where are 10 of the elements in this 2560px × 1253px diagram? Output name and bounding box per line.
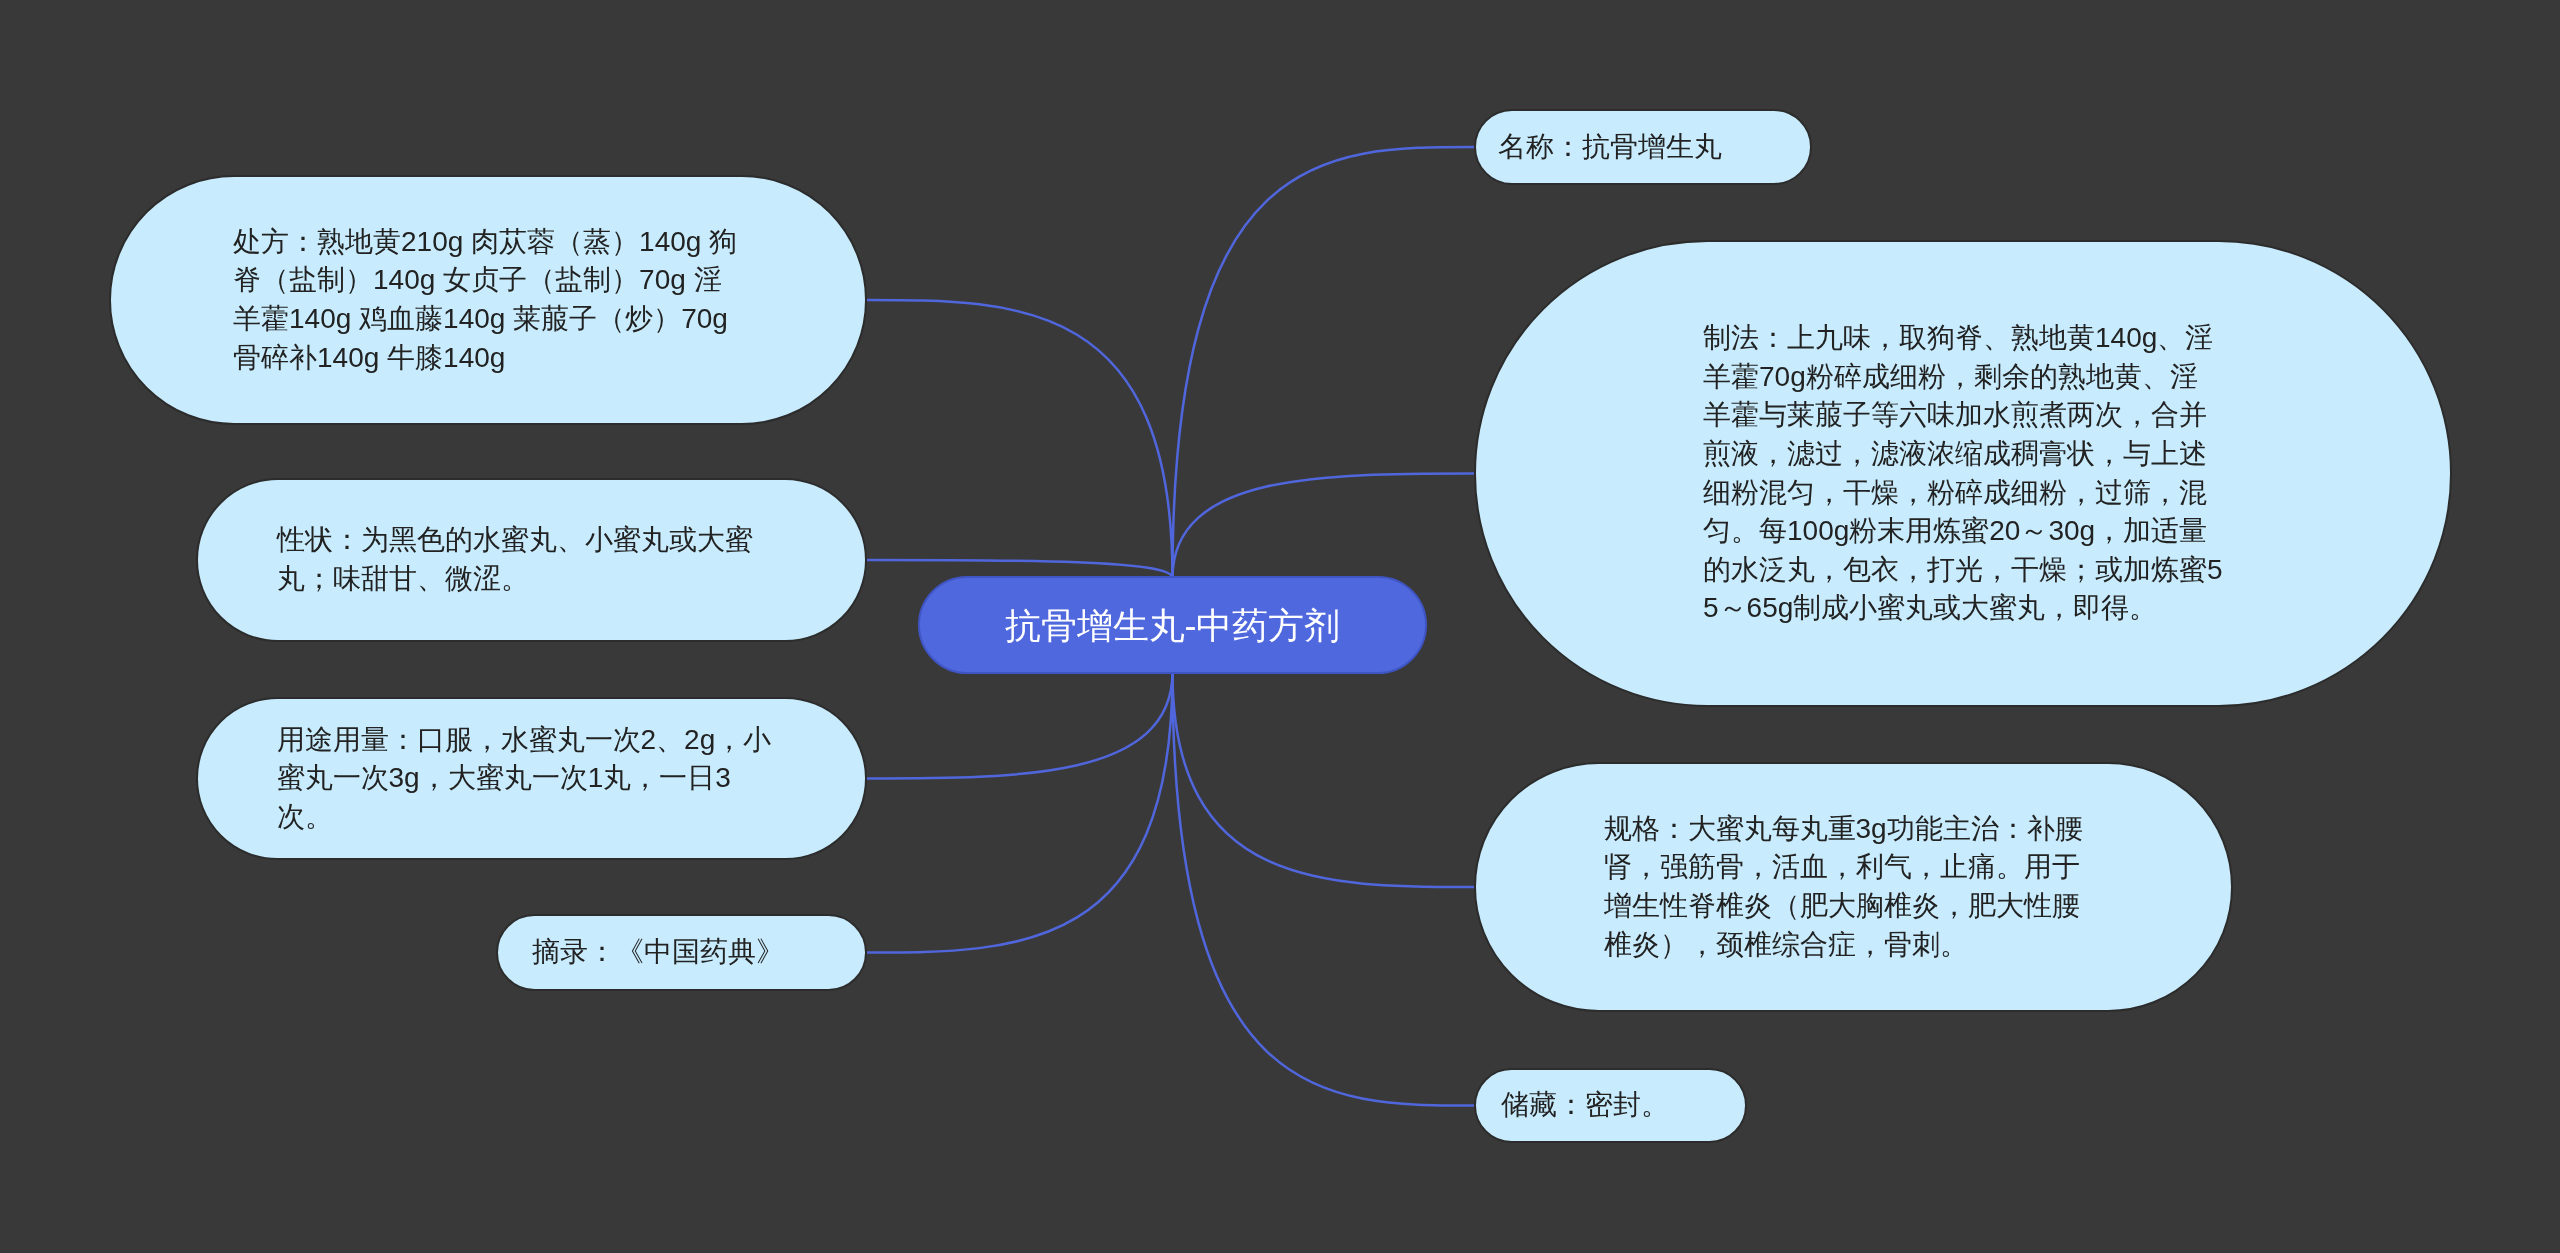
- topic-text: 名称：抗骨增生丸: [1498, 129, 1723, 164]
- topic-text: 规格：大蜜丸每丸重3g功能主治：补腰肾，强筋骨，活血，利气，止痛。用于增生性脊椎炎（肥大胸椎炎，肥大性腰椎炎），颈椎综合症，骨刺。: [1603, 811, 2084, 962]
- topic-text: 处方：熟地黄210g 肉苁蓉（蒸）140g 狗脊（盐制）140g 女贞子（盐制）70g 淫羊藿140g 鸡血藤140g 莱菔子（炒）70g 骨碎补140g 牛膝140g: [233, 224, 739, 375]
- topic-text: 用途用量：口服，水蜜丸一次2、2g，小蜜丸一次3g，大蜜丸一次1丸，一日3次。: [276, 722, 773, 834]
- topic-text: 性状：为黑色的水蜜丸、小蜜丸或大蜜丸；味甜甘、微涩。: [276, 523, 754, 596]
- topic-text: 制法：上九味，取狗脊、熟地黄140g、淫羊藿70g粉碎成细粉，剩余的熟地黄、淫羊藿与莱菔子等六味加水煎煮两次，合并煎液，滤过，滤液浓缩成稠膏状，与上述细粉混匀，干燥，粉碎成细粉，过筛，混匀。每100g粉末用炼蜜20～30g，加适量的水泛丸，包衣，打光，干燥；或加炼蜜55～65g制成小蜜丸或大蜜丸，即得。: [1703, 321, 2223, 626]
- topic-text: 储藏：密封。: [1500, 1088, 1670, 1123]
- topic-text: 抗骨增生丸-中药方剂: [1003, 603, 1342, 648]
- topic-text: 摘录：《中国药典》: [531, 935, 785, 970]
- connector-line: [867, 558, 1174, 579]
